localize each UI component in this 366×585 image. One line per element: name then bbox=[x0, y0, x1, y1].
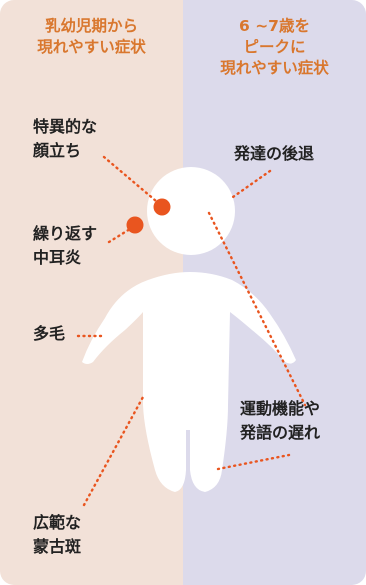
mongolian-line bbox=[82, 395, 145, 507]
label-hair: 多毛 bbox=[33, 324, 66, 343]
face-line bbox=[102, 155, 158, 203]
label-mongolian: 広範な 蒙古斑 bbox=[33, 513, 82, 556]
left-header: 乳幼児期から 現れやすい症状 bbox=[37, 17, 146, 56]
label-regression: 発達の後退 bbox=[234, 144, 315, 163]
figure-body bbox=[82, 272, 296, 492]
otitis-dot bbox=[126, 216, 144, 234]
regression-line bbox=[231, 169, 272, 199]
delay-line-2 bbox=[216, 453, 291, 471]
label-delay: 運動機能や 発語の遅れ bbox=[240, 399, 321, 442]
label-otitis: 繰り返す 中耳炎 bbox=[33, 224, 98, 267]
figure-head bbox=[147, 167, 235, 255]
label-face: 特異的な 顔立ち bbox=[33, 117, 98, 160]
face-dot bbox=[153, 198, 171, 216]
otitis-line bbox=[107, 227, 132, 244]
right-header: 6 ~7歳を ピークに 現れやすい症状 bbox=[220, 17, 329, 77]
